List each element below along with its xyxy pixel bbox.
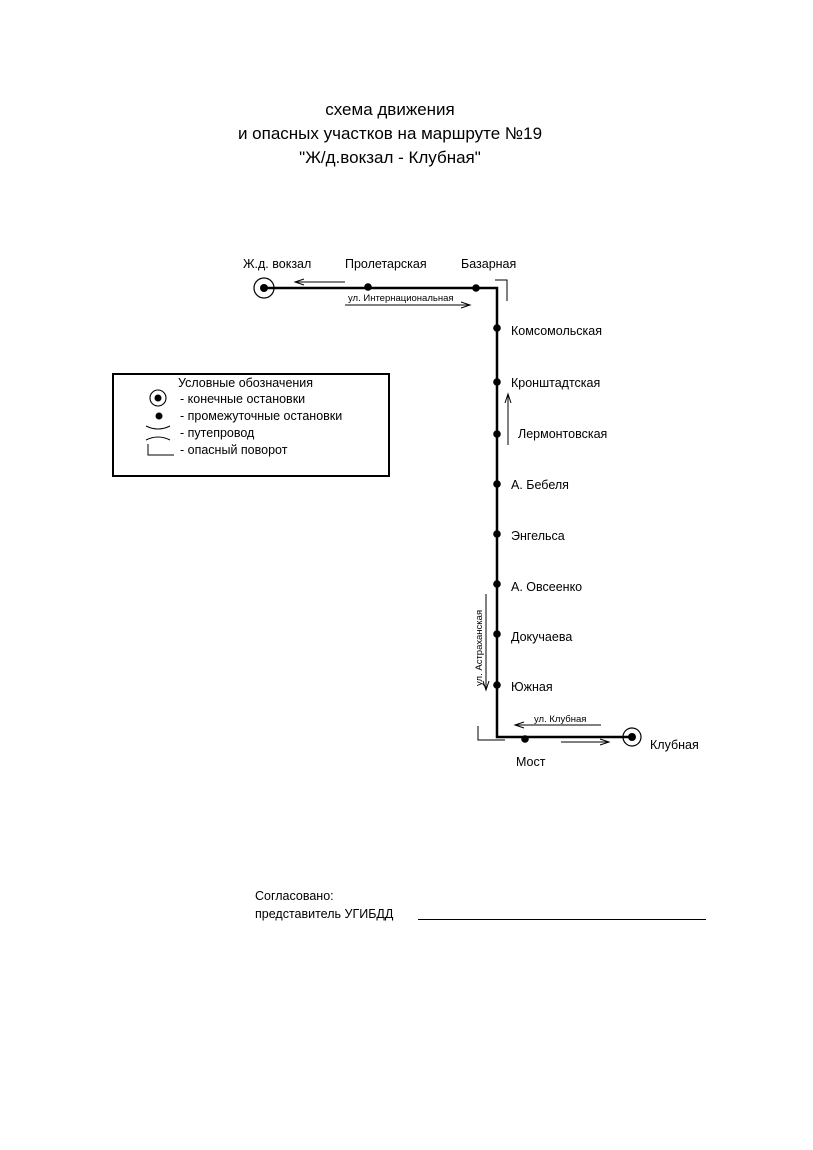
stop-dot-yuzhnaya xyxy=(493,681,501,689)
dangerous-turn-bazarnaya xyxy=(495,279,508,301)
terminal-stop-zhd-vokzal xyxy=(253,277,275,299)
stop-label-yuzhnaya: Южная xyxy=(511,680,553,694)
stop-label-a-bebelya: А. Бебеля xyxy=(511,478,569,492)
stop-dot-komsomolskaya xyxy=(493,324,501,332)
stop-dot-bazarnaya xyxy=(472,284,480,292)
terminal-stop-klubnaya xyxy=(622,727,642,747)
stop-dot-lermontovskaya xyxy=(493,430,501,438)
stop-dot-kronshtadtskaya xyxy=(493,378,501,386)
stop-label-a-ovseenko: А. Овсеенко xyxy=(511,580,582,594)
legend-dangerous-turn-icon xyxy=(147,444,174,456)
title-line-3: "Ж/д.вокзал - Клубная" xyxy=(299,148,481,167)
approval-agreed: Согласовано: xyxy=(255,889,334,903)
legend-dangerous-turn-label: - опасный поворот xyxy=(180,443,288,457)
legend-terminal-icon xyxy=(149,389,167,407)
stop-dot-engelsa xyxy=(493,530,501,538)
stop-label-dokuchaeva: Докучаева xyxy=(511,630,572,644)
arrow-left-icon xyxy=(293,278,345,286)
arrow-right-icon xyxy=(345,301,472,309)
stop-label-klubnaya: Клубная xyxy=(650,738,699,752)
stop-label-zhd-vokzal: Ж.д. вокзал xyxy=(243,257,311,271)
legend-terminal-label: - конечные остановки xyxy=(180,392,305,406)
legend-overpass-label: - путепровод xyxy=(180,426,255,440)
stop-dot-a-ovseenko xyxy=(493,580,501,588)
legend-intermediate-icon xyxy=(155,412,163,420)
title-line-1: схема движения xyxy=(325,100,455,119)
arrow-down-icon xyxy=(482,594,490,692)
approval-representative: представитель УГИБДД xyxy=(255,907,394,921)
legend-overpass-icon xyxy=(145,425,171,441)
street-label-klubnaya: ул. Клубная xyxy=(534,714,586,725)
arrow-left-icon xyxy=(513,721,601,729)
stop-label-most: Мост xyxy=(516,755,546,769)
stop-dot-dokuchaeva xyxy=(493,630,501,638)
stop-label-proletarskaya: Пролетарская xyxy=(345,257,427,271)
stop-dot-most xyxy=(521,735,529,743)
street-label-internatsionalnaya: ул. Интернациональная xyxy=(348,293,454,304)
stop-label-engelsa: Энгельса xyxy=(511,529,565,543)
route-line xyxy=(264,286,632,739)
signature-line xyxy=(418,919,706,920)
stop-dot-proletarskaya xyxy=(364,283,372,291)
legend-intermediate-label: - промежуточные остановки xyxy=(180,409,342,423)
stop-label-komsomolskaya: Комсомольская xyxy=(511,324,602,338)
stop-label-lermontovskaya: Лермонтовская xyxy=(518,427,607,441)
legend: Условные обозначения - конечные остановк… xyxy=(112,373,390,477)
stop-label-kronshtadtskaya: Кронштадтская xyxy=(511,376,600,390)
arrow-right-icon xyxy=(561,738,611,746)
title-line-2: и опасных участков на маршруте №19 xyxy=(237,124,543,143)
arrow-up-icon xyxy=(504,392,512,445)
street-label-astrakhanskaya: ул. Астраханская xyxy=(474,610,485,686)
stop-label-bazarnaya: Базарная xyxy=(461,257,516,271)
dangerous-turn-most xyxy=(477,726,505,741)
legend-title: Условные обозначения xyxy=(178,376,313,390)
stop-dot-a-bebelya xyxy=(493,480,501,488)
